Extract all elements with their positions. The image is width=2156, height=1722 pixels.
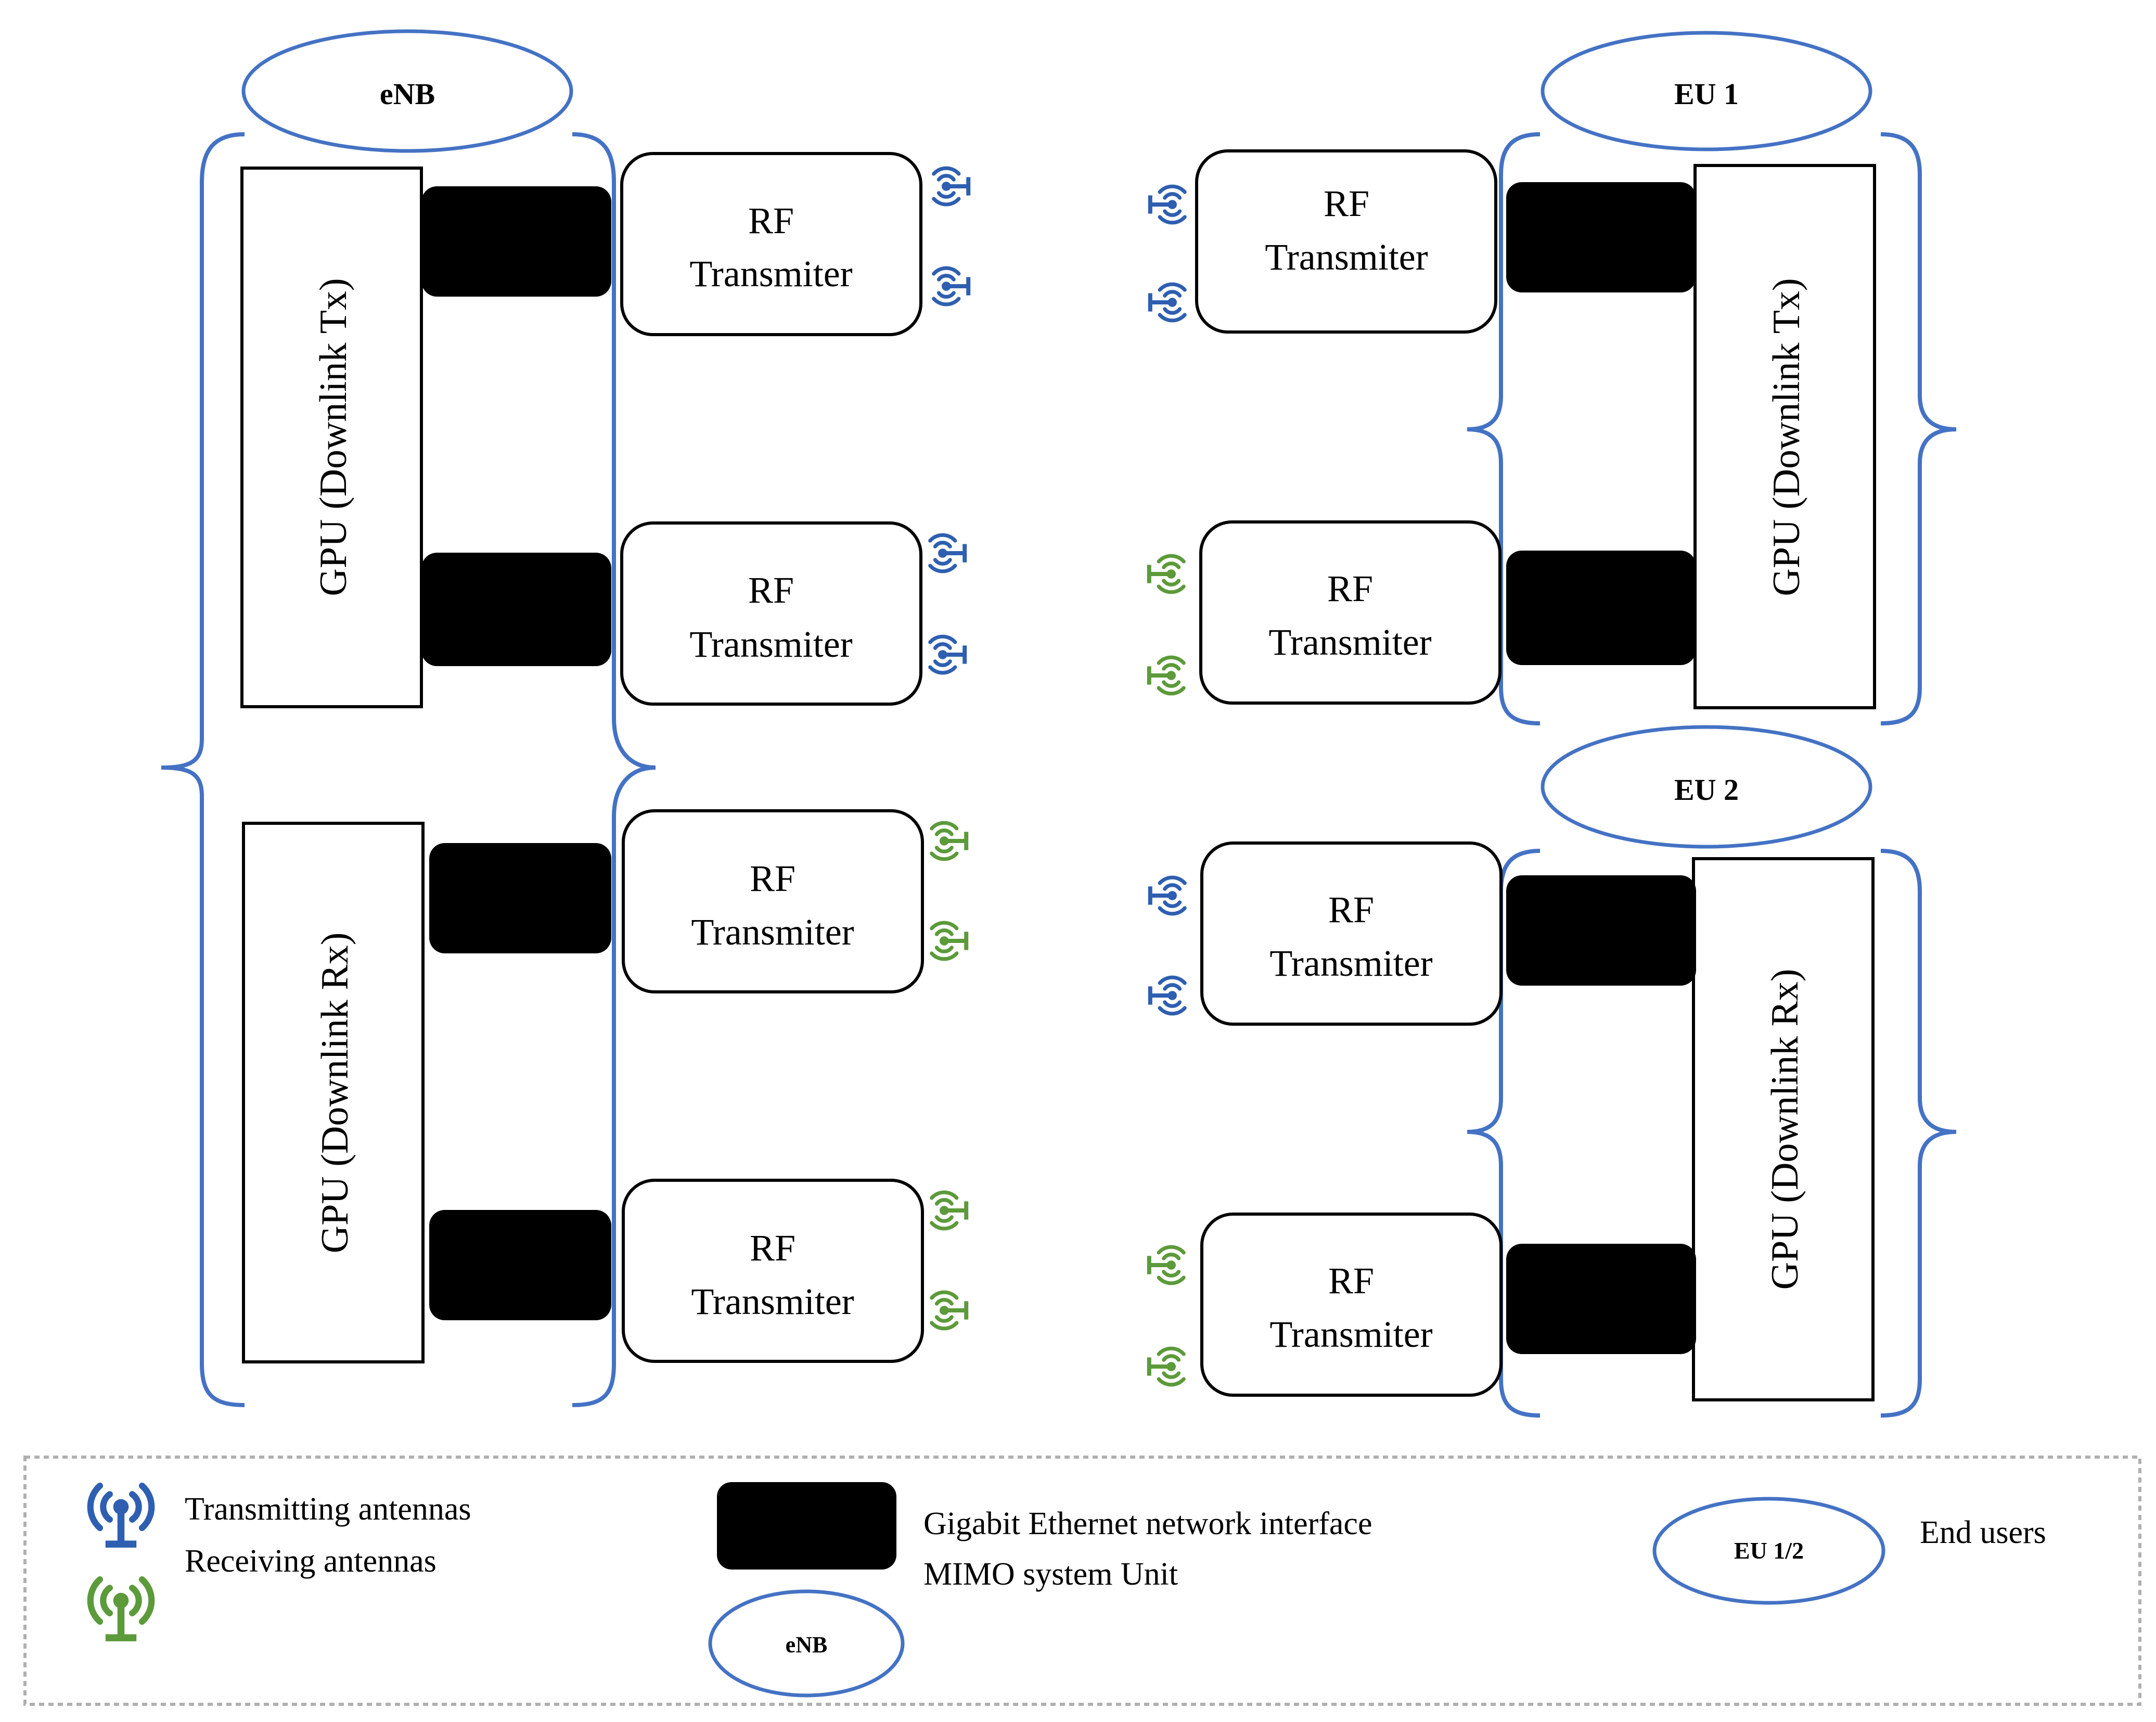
legend-enb-oval — [708, 1589, 905, 1698]
eu1-oval — [1541, 31, 1872, 151]
legend-frame — [23, 1456, 2141, 1706]
receiving-antenna-icon — [1147, 556, 1184, 592]
eu2-group: EU 2 GPU (Downlink Rx) RF Transmiter RF … — [1147, 725, 1957, 1418]
eu2-left-brace — [1467, 849, 1541, 1418]
rf-box — [1195, 149, 1497, 334]
enb-rf-unit: RF Transmiter — [620, 521, 967, 706]
enb-outer-brace — [161, 132, 245, 1407]
enb-gpu-tx-box — [240, 167, 423, 708]
legend-nic-label: Gigabit Ethernet network interface — [923, 1506, 1372, 1541]
enb-oval-label: eNB — [380, 77, 435, 111]
rf-label-line1: RF — [1328, 1260, 1374, 1302]
enb-nic-2 — [421, 553, 611, 666]
receiving-antenna-icon — [1147, 657, 1184, 694]
transmitting-antenna-icon — [934, 268, 970, 304]
legend-mimo-label: MIMO system Unit — [923, 1557, 1178, 1592]
rf-box — [1200, 841, 1503, 1026]
transmitting-antenna-icon — [934, 168, 970, 205]
rf-label-line1: RF — [750, 1227, 795, 1269]
rf-label-line2: Transmiter — [1268, 621, 1431, 663]
rf-label-line2: Transmiter — [689, 253, 852, 295]
eu2-nic-2 — [1506, 1244, 1696, 1354]
legend-end-users-label: End users — [1920, 1515, 2046, 1550]
legend-enb-oval-label: eNB — [786, 1632, 828, 1657]
rf-box — [622, 1179, 924, 1363]
transmitting-antenna-icon — [1148, 186, 1185, 223]
eu2-gpu-label: GPU (Downlink Rx) — [1764, 969, 1806, 1290]
receiving-antenna-icon — [932, 823, 968, 859]
receiving-antenna-icon — [91, 1579, 152, 1641]
eu1-gpu-label: GPU (Downlink Tx) — [1765, 278, 1808, 596]
eu2-rf-unit: RF Transmiter — [1147, 1213, 1503, 1397]
legend-eu-oval-label: EU 1/2 — [1734, 1537, 1804, 1564]
enb-right-brace-upper — [572, 132, 656, 1407]
rf-label-line1: RF — [1324, 183, 1369, 224]
rf-label-line1: RF — [748, 569, 794, 611]
legend: Transmitting antennas Receiving antennas… — [23, 1456, 2141, 1706]
eu2-rf-unit: RF Transmiter — [1148, 841, 1503, 1026]
eu1-nic-2 — [1506, 551, 1696, 665]
eu1-left-brace — [1467, 132, 1541, 725]
legend-receiving-label: Receiving antennas — [185, 1544, 437, 1579]
rf-label-line1: RF — [1327, 568, 1373, 609]
receiving-antenna-icon — [932, 1192, 968, 1229]
receiving-antenna-icon — [932, 1292, 968, 1329]
eu1-gpu-box — [1693, 164, 1876, 709]
enb-oval — [241, 29, 573, 153]
rf-label-line2: Transmiter — [691, 911, 854, 953]
eu1-oval-label: EU 1 — [1674, 77, 1739, 111]
receiving-antenna-icon — [932, 923, 968, 959]
transmitting-antenna-icon — [91, 1486, 152, 1548]
enb-gpu-rx-label: GPU (Downlink Rx) — [314, 933, 356, 1254]
receiving-antenna-icon — [1147, 1247, 1184, 1283]
eu2-oval — [1541, 725, 1872, 849]
rf-label-line2: Transmiter — [1269, 942, 1432, 984]
rf-box — [1200, 1213, 1503, 1397]
eu2-oval-label: EU 2 — [1674, 773, 1739, 807]
eu2-gpu-box — [1692, 857, 1875, 1401]
enb-gpu-tx-label: GPU (Downlink Tx) — [312, 278, 355, 596]
transmitting-antenna-icon — [1148, 284, 1185, 321]
transmitting-antenna-icon — [1148, 977, 1185, 1014]
rf-label-line1: RF — [1328, 889, 1374, 930]
rf-label-line1: RF — [748, 200, 794, 241]
rf-label-line2: Transmiter — [689, 623, 852, 665]
eu1-rf-unit: RF Transmiter — [1148, 149, 1497, 334]
rf-label-line2: Transmiter — [1269, 1313, 1432, 1355]
eu2-right-brace — [1880, 849, 1957, 1418]
enb-nic-1 — [421, 186, 611, 297]
enb-gpu-rx-box — [242, 822, 425, 1363]
rf-box — [622, 809, 924, 993]
transmitting-antenna-icon — [1148, 877, 1185, 914]
rf-box — [620, 521, 922, 706]
legend-transmitting-label: Transmitting antennas — [185, 1491, 471, 1527]
transmitting-antenna-icon — [930, 535, 967, 571]
legend-eu-oval — [1652, 1497, 1885, 1605]
eu1-right-brace — [1880, 132, 1957, 725]
enb-rf-unit: RF Transmiter — [622, 1179, 968, 1363]
rf-label-line2: Transmiter — [1265, 236, 1428, 278]
eu1-nic-1 — [1506, 182, 1696, 292]
transmitting-antenna-icon — [930, 636, 967, 673]
receiving-antenna-icon — [1147, 1348, 1184, 1385]
enb-rf-unit: RF Transmiter — [622, 809, 968, 993]
legend-nic-swatch — [717, 1482, 896, 1570]
eu1-rf-unit: RF Transmiter — [1147, 520, 1502, 705]
rf-box — [620, 152, 922, 336]
enb-nic-4 — [429, 1210, 611, 1320]
rf-label-line1: RF — [750, 858, 795, 899]
eu2-nic-1 — [1506, 875, 1696, 986]
rf-label-line2: Transmiter — [691, 1281, 854, 1322]
enb-nic-3 — [429, 843, 611, 953]
eu1-group: EU 1 GPU (Downlink Tx) RF Transmiter RF … — [1147, 31, 1957, 725]
rf-box — [1199, 520, 1502, 705]
enb-rf-unit: RF Transmiter — [620, 152, 970, 336]
enb-group: eNB GPU (Downlink Tx) GPU (Downlink Rx) … — [161, 29, 970, 1407]
